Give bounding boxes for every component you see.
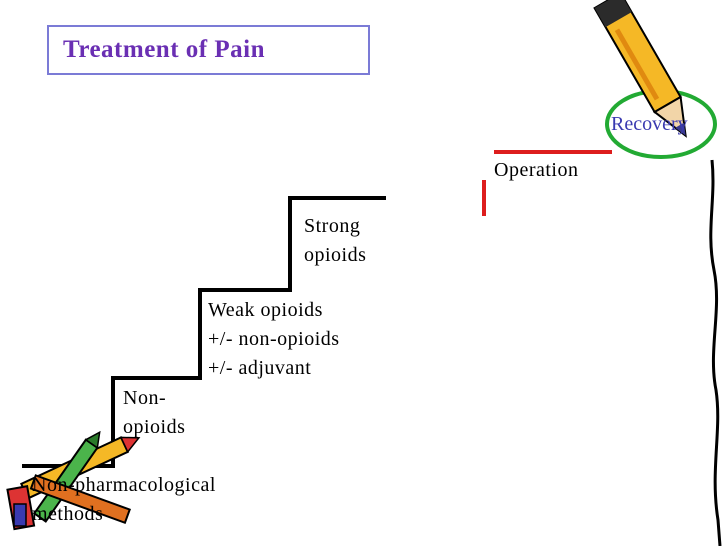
step3-label: Weak opioids +/- non-opioids +/- adjuvan… — [208, 299, 340, 379]
step4-label: Strong opioids — [304, 215, 367, 266]
step1-label: Non-pharmacological methods — [32, 474, 216, 525]
crayons-icon — [6, 430, 141, 531]
operation-marker — [482, 150, 612, 216]
operation-label: Operation — [494, 159, 579, 181]
recovery-label: Recovery — [611, 113, 688, 135]
page-title: Treatment of Pain — [63, 36, 265, 63]
pencil-icon — [593, 0, 687, 138]
trail-line — [709, 159, 722, 546]
title-box: Treatment of Pain — [47, 25, 370, 75]
step2-label: Non-opioids — [123, 387, 186, 438]
